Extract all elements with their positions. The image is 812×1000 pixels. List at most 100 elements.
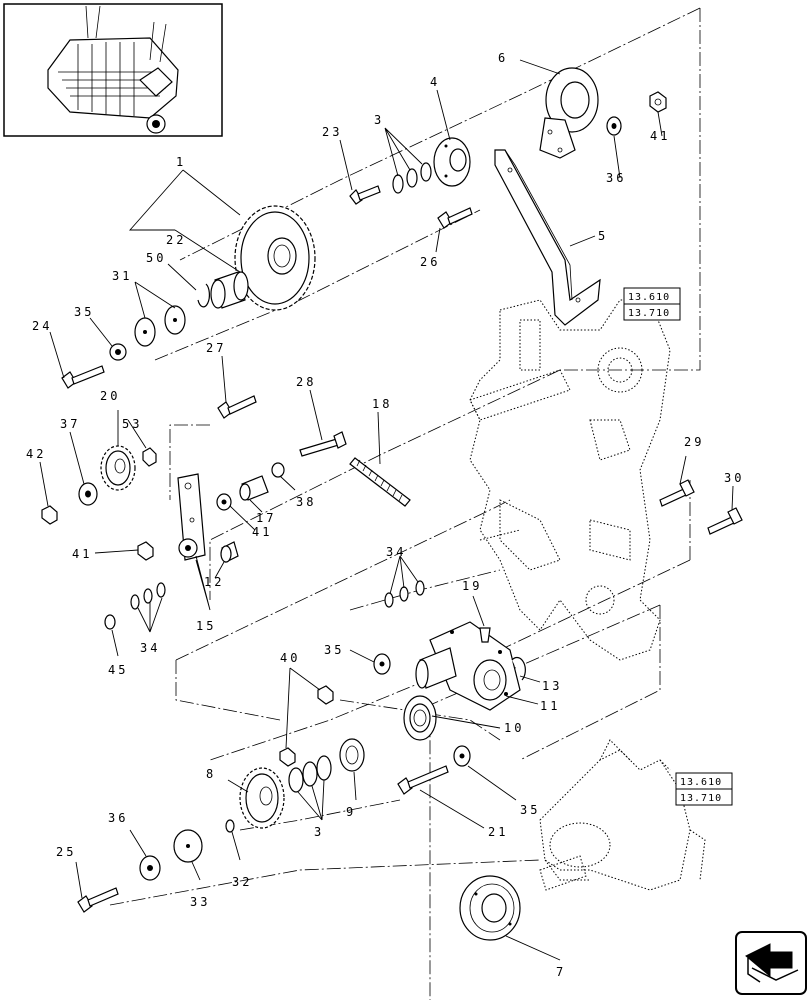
sleeve-17 (239, 475, 269, 501)
callout-6: 6 (498, 51, 508, 65)
small-sprocket-20 (100, 445, 136, 491)
rings-34-left (130, 582, 166, 610)
washer-38 (271, 462, 285, 478)
nut-40-lower (279, 747, 296, 767)
next-page-arrow-icon[interactable] (735, 931, 807, 995)
callout-10: 10 (504, 721, 524, 735)
callout-41-upper: 41 (650, 129, 670, 143)
frame-outline (469, 299, 671, 661)
bushing-12 (220, 541, 239, 563)
callout-9: 9 (346, 805, 356, 819)
reference-box-upper: 13.610 13.710 (623, 287, 681, 321)
bolt-23 (349, 185, 381, 205)
bolt-26 (437, 207, 473, 229)
callout-45: 45 (108, 663, 128, 677)
reference-bottom-label: 13.710 (628, 308, 670, 319)
callout-29: 29 (684, 435, 704, 449)
washer-41-mid (216, 493, 232, 511)
bolt-21 (397, 765, 449, 795)
snap-rings-3-upper (392, 162, 432, 194)
washer-35-mid (373, 653, 391, 675)
callout-35-mid: 35 (324, 643, 344, 657)
callout-34-left: 34 (140, 641, 160, 655)
gear-8 (239, 767, 285, 829)
callout-41-left: 41 (72, 547, 92, 561)
callout-42: 42 (26, 447, 46, 461)
callout-1: 1 (176, 155, 186, 169)
callout-17: 17 (256, 511, 276, 525)
washer-35-lower (453, 745, 471, 767)
washer-37 (78, 482, 98, 506)
nut-53 (142, 447, 157, 467)
lower-shaft (539, 855, 587, 891)
washer-33 (173, 829, 203, 863)
callout-23: 23 (322, 125, 342, 139)
callout-7: 7 (556, 965, 566, 979)
callout-28: 28 (296, 375, 316, 389)
bearing-10 (403, 695, 437, 741)
callout-41-mid: 41 (252, 525, 272, 539)
snap-ring-13 (511, 656, 526, 681)
callout-26: 26 (420, 255, 440, 269)
spring-18 (349, 457, 411, 507)
alignment-lines (109, 7, 701, 1000)
bolt-28 (299, 431, 347, 457)
ring-32 (225, 819, 235, 833)
callout-32: 32 (232, 875, 252, 889)
snap-ring-45 (104, 614, 116, 630)
callout-31: 31 (112, 269, 132, 283)
callout-18: 18 (372, 397, 392, 411)
callout-12: 12 (204, 575, 224, 589)
callout-4: 4 (430, 75, 440, 89)
flange-plate-4 (433, 137, 471, 187)
springs-3-lower (288, 755, 332, 793)
callout-11: 11 (540, 699, 560, 713)
callout-30: 30 (724, 471, 744, 485)
callout-3-lower: 3 (314, 825, 324, 839)
leader-lines (39, 59, 734, 961)
callout-36-upper: 36 (606, 171, 626, 185)
bearing-housing-11 (415, 621, 521, 711)
flange-7 (459, 875, 521, 941)
callout-34-mid: 34 (386, 545, 406, 559)
large-sprocket (234, 205, 316, 311)
machine-thumbnail-icon (3, 3, 223, 137)
callout-25: 25 (56, 845, 76, 859)
callout-13: 13 (542, 679, 562, 693)
reference-top-label: 13.610 (680, 777, 722, 788)
nut-41-upper (649, 91, 667, 113)
reference-top-label: 13.610 (628, 292, 670, 303)
lever-arm-15 (177, 473, 206, 561)
rings-34-mid (384, 580, 425, 608)
callout-19: 19 (462, 579, 482, 593)
nut-40-upper (317, 685, 334, 705)
bolt-30 (707, 507, 743, 535)
callout-33: 33 (190, 895, 210, 909)
callout-40: 40 (280, 651, 300, 665)
callout-50: 50 (146, 251, 166, 265)
lower-housing-outline (539, 739, 706, 891)
callout-24: 24 (32, 319, 52, 333)
washer-36-upper (606, 116, 622, 136)
bolt-25 (77, 887, 119, 913)
callout-8: 8 (206, 767, 216, 781)
callout-3-upper: 3 (374, 113, 384, 127)
seal-9 (339, 738, 365, 772)
washer-35-upper (109, 343, 127, 361)
callout-20: 20 (100, 389, 120, 403)
reference-box-lower: 13.610 13.710 (675, 772, 733, 806)
callout-15: 15 (196, 619, 216, 633)
callout-27: 27 (206, 341, 226, 355)
grease-fitting-19 (479, 627, 491, 643)
washers-31 (134, 305, 186, 347)
reference-bottom-label: 13.710 (680, 793, 722, 804)
callout-37: 37 (60, 417, 80, 431)
callout-35-lower: 35 (520, 803, 540, 817)
washer-36-lower (139, 855, 161, 881)
bracket-5 (494, 149, 601, 326)
callout-labels: 1 22 50 31 35 24 23 3 4 6 36 41 5 26 27 … (26, 51, 744, 979)
callout-21: 21 (488, 825, 508, 839)
nut-41-left (137, 541, 154, 561)
bolt-29 (659, 479, 695, 507)
